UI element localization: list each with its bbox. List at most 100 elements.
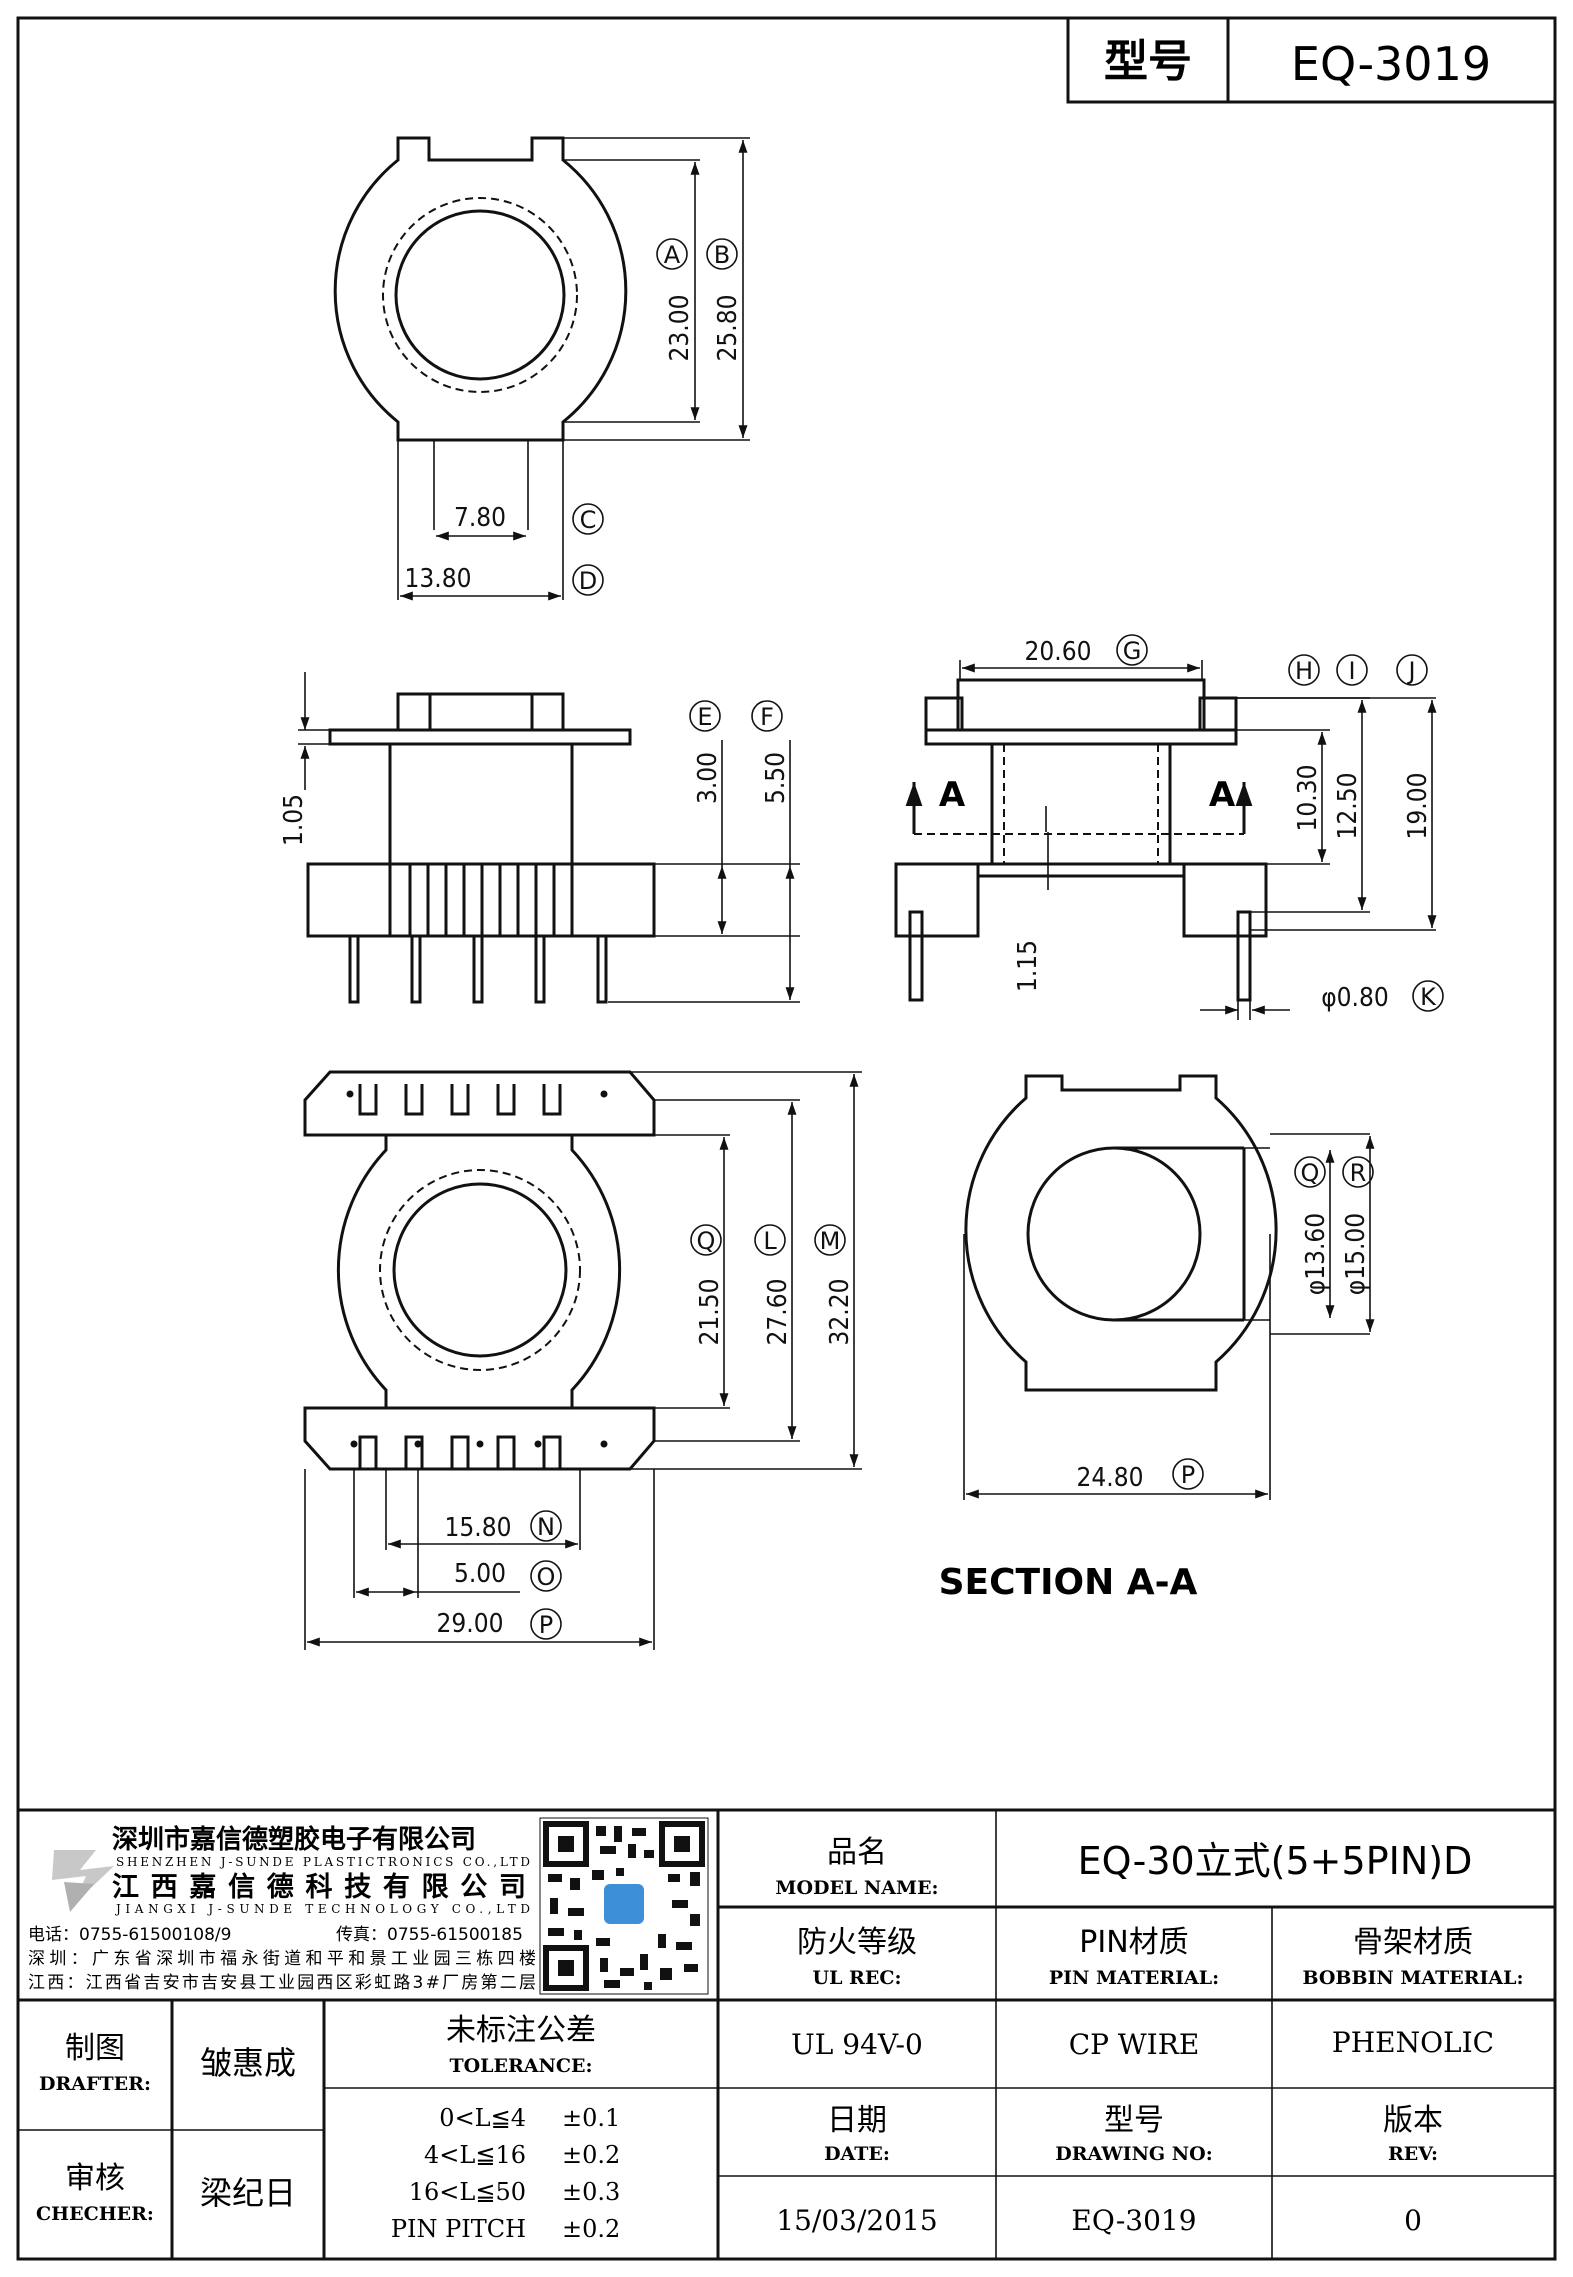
callout-H: H xyxy=(1288,654,1320,686)
title-block xyxy=(18,1808,1555,2259)
dim-R-value: φ15.00 xyxy=(1341,1213,1371,1295)
drafter-cn: 制图 xyxy=(65,2031,125,2066)
svg-text:F: F xyxy=(760,703,774,731)
dim-G-value: 20.60 xyxy=(1025,637,1092,667)
svg-text:C: C xyxy=(580,506,597,534)
dim-D-value: 13.80 xyxy=(405,564,472,594)
dim-O-value: 5.00 xyxy=(454,1559,506,1589)
svg-text:P: P xyxy=(1181,1461,1195,1489)
svg-text:D: D xyxy=(579,567,597,595)
model-name-en: MODEL NAME: xyxy=(775,1877,938,1899)
svg-text:K: K xyxy=(1420,983,1437,1011)
tolerance-table: 0<L≦4 ±0.1 4<L≦16 ±0.2 16<L≦50 ±0.3 PIN … xyxy=(391,2104,620,2243)
bottom-view: 21.50 27.60 32.20 Q L M 15.80 N 5.00 O 2… xyxy=(303,1070,862,1650)
dim-B-value: 25.80 xyxy=(713,295,743,362)
ul-rec-en: UL REC: xyxy=(813,1967,902,1989)
section-view: φ13.60 φ15.00 Q R 24.80 P SECTION A-A xyxy=(939,1074,1375,1603)
model-name-cn: 品名 xyxy=(827,1835,887,1870)
svg-text:L: L xyxy=(763,1227,777,1255)
front-view: 1.05 3.00 5.50 E F xyxy=(279,672,800,1004)
callout-B: B xyxy=(706,238,738,270)
dim-K-value: φ0.80 xyxy=(1321,983,1389,1013)
sheet-border xyxy=(16,16,1557,2261)
svg-text:R: R xyxy=(1350,1159,1367,1187)
section-mark-right: A xyxy=(1209,775,1236,815)
company-address-jx: 江西：江西省吉安市吉安县工业园西区彩虹路3#厂房第二层 xyxy=(28,1973,536,1993)
dim-P-bottom-value: 29.00 xyxy=(437,1609,504,1639)
callout-I: I xyxy=(1336,654,1368,686)
svg-text:E: E xyxy=(697,703,712,731)
ul-rec-cn: 防火等级 xyxy=(797,1925,917,1960)
drafter-en: DRAFTER: xyxy=(39,2073,151,2095)
company-logo xyxy=(52,1850,114,1912)
rev-cn: 版本 xyxy=(1383,2103,1443,2138)
dim-L-value: 27.60 xyxy=(763,1279,793,1346)
model-name-value: EQ-30立式(5+5PIN)D xyxy=(1078,1839,1473,1883)
dim-A-value: 23.00 xyxy=(665,295,695,362)
callout-R: R xyxy=(1342,1156,1374,1188)
callout-F: F xyxy=(751,700,783,732)
svg-text:Q: Q xyxy=(1301,1159,1320,1187)
svg-text:Q: Q xyxy=(697,1227,716,1255)
callout-L: L xyxy=(754,1224,786,1256)
callout-K: K xyxy=(1412,980,1444,1012)
bobbin-material-en: BOBBIN MATERIAL: xyxy=(1302,1967,1523,1989)
tolerance-range: PIN PITCH xyxy=(391,2215,526,2243)
dim-F-value: 5.50 xyxy=(761,752,791,804)
date-value: 15/03/2015 xyxy=(776,2204,937,2237)
svg-text:I: I xyxy=(1348,657,1355,685)
side-view: A A 20.60 G 10.30 12.50 19.00 H I J φ0.8… xyxy=(894,634,1444,1020)
callout-C: C xyxy=(572,503,604,535)
date-cn: 日期 xyxy=(827,2103,887,2138)
dim-H-value: 10.30 xyxy=(1293,765,1323,832)
svg-text:B: B xyxy=(714,241,730,269)
callout-O: O xyxy=(530,1560,562,1592)
tolerance-range: 0<L≦4 xyxy=(439,2104,526,2132)
pin-material-value: CP WIRE xyxy=(1069,2028,1200,2061)
callout-P-section: P xyxy=(1172,1458,1204,1490)
tolerance-value: ±0.2 xyxy=(562,2215,620,2243)
callout-N: N xyxy=(530,1510,562,1542)
pin-material-en: PIN MATERIAL: xyxy=(1049,1967,1219,1989)
dim-Q-bottom-value: 21.50 xyxy=(695,1279,725,1346)
svg-text:M: M xyxy=(820,1227,841,1255)
tolerance-range: 4<L≦16 xyxy=(424,2141,526,2169)
bobbin-material-value: PHENOLIC xyxy=(1332,2026,1494,2059)
date-en: DATE: xyxy=(824,2143,890,2165)
section-title: SECTION A-A xyxy=(939,1562,1198,1603)
checker-name: 梁纪日 xyxy=(200,2174,296,2212)
header-model-label: 型号 xyxy=(1104,36,1192,87)
callout-M: M xyxy=(814,1224,846,1256)
dim-side-bottom-value: 1.15 xyxy=(1013,940,1043,992)
tolerance-en: TOLERANCE: xyxy=(449,2055,592,2077)
dim-I-value: 12.50 xyxy=(1333,773,1363,840)
dim-P-section-value: 24.80 xyxy=(1077,1463,1144,1493)
dim-C-value: 7.80 xyxy=(454,503,506,533)
svg-text:N: N xyxy=(537,1513,555,1541)
callout-A: A xyxy=(656,238,688,270)
svg-text:G: G xyxy=(1123,637,1142,665)
svg-text:H: H xyxy=(1295,657,1313,685)
company-name-sz: 深圳市嘉信德塑胶电子有限公司 xyxy=(112,1824,476,1855)
tolerance-cn: 未标注公差 xyxy=(446,2013,596,2048)
svg-text:A: A xyxy=(664,241,681,269)
company-name-jx: 江西嘉信德科技有限公司 xyxy=(112,1872,526,1903)
bobbin-material-cn: 骨架材质 xyxy=(1353,1925,1473,1960)
dim-M-value: 32.20 xyxy=(825,1279,855,1346)
tolerance-value: ±0.1 xyxy=(562,2104,620,2132)
dim-J-value: 19.00 xyxy=(1403,773,1433,840)
top-view: 23.00 25.80 A B 7.80 C 13.80 D xyxy=(333,136,750,601)
ul-rec-value: UL 94V-0 xyxy=(791,2028,923,2061)
drawing-no-value: EQ-3019 xyxy=(1071,2204,1196,2237)
svg-text:P: P xyxy=(539,1611,553,1639)
company-address-sz: 深圳：广东省深圳市福永街道和平和景工业园三栋四楼 xyxy=(28,1949,536,1969)
callout-J: J xyxy=(1396,654,1428,686)
drafter-name: 皱惠成 xyxy=(200,2044,296,2082)
company-phone: 电话：0755-61500108/9 xyxy=(28,1925,231,1945)
company-name-sz-en: SHENZHEN J-SUNDE PLASTICTRONICS CO.,LTD xyxy=(116,1855,530,1869)
dim-N-value: 15.80 xyxy=(445,1513,512,1543)
header-model-value: EQ-3019 xyxy=(1291,37,1491,91)
callout-E: E xyxy=(689,700,721,732)
pin-material-cn: PIN材质 xyxy=(1079,1925,1188,1960)
